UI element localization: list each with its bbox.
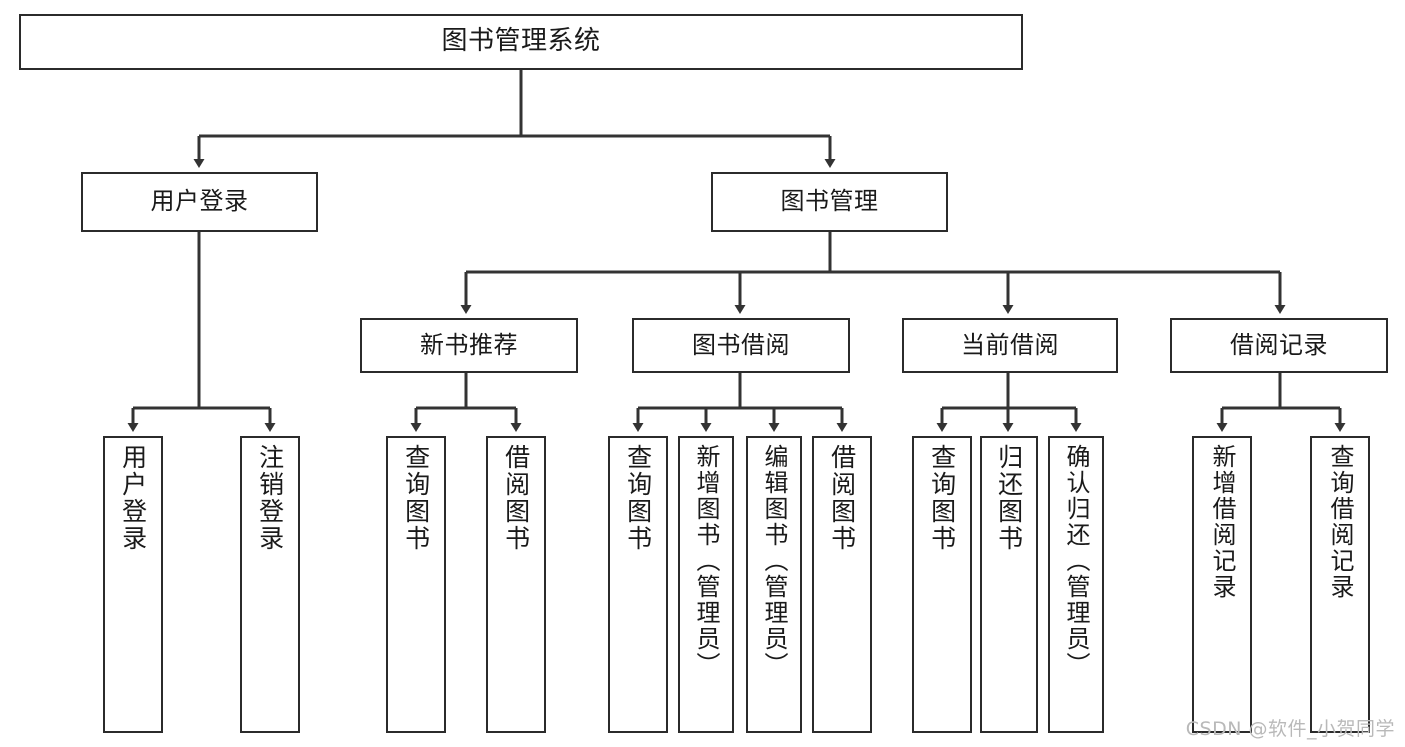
leaf-current-borrow-confirm-return-admin[interactable]: 确认归还（管理员）	[1048, 436, 1104, 733]
leaf-current-borrow-query-book[interactable]: 查询图书	[912, 436, 972, 733]
node-user-login[interactable]: 用户登录	[81, 172, 318, 232]
node-label: 当前借阅	[961, 330, 1059, 359]
node-label: 图书管理系统	[441, 26, 601, 57]
watermark-text: CSDN @软件_小贺同学	[1185, 718, 1395, 740]
node-current-borrow[interactable]: 当前借阅	[902, 318, 1118, 373]
node-label: 用户登录	[118, 444, 148, 552]
node-label: 查询图书	[401, 444, 431, 552]
node-label: 查询图书	[927, 444, 957, 552]
leaf-book-borrow-add-book-admin[interactable]: 新增图书（管理员）	[678, 436, 734, 733]
node-label: 图书管理	[780, 187, 879, 216]
leaf-new-book-query-book[interactable]: 查询图书	[386, 436, 446, 733]
leaf-borrow-record-add-record[interactable]: 新增借阅记录	[1192, 436, 1252, 733]
leaf-borrow-record-query-record[interactable]: 查询借阅记录	[1310, 436, 1370, 733]
leaf-user-login-login[interactable]: 用户登录	[103, 436, 163, 733]
leaf-new-book-borrow-book[interactable]: 借阅图书	[486, 436, 546, 733]
node-label: 借阅图书	[827, 444, 857, 552]
node-label: 新书推荐	[420, 330, 518, 359]
leaf-user-login-logout[interactable]: 注销登录	[240, 436, 300, 733]
node-label: 借阅图书	[501, 444, 531, 552]
node-borrow-record[interactable]: 借阅记录	[1170, 318, 1388, 373]
node-label: 查询借阅记录	[1326, 444, 1354, 600]
leaf-book-borrow-edit-book-admin[interactable]: 编辑图书（管理员）	[746, 436, 802, 733]
node-book-management[interactable]: 图书管理	[711, 172, 948, 232]
leaf-current-borrow-return-book[interactable]: 归还图书	[980, 436, 1038, 733]
node-label: 用户登录	[150, 187, 249, 216]
node-label: 归还图书	[994, 444, 1024, 552]
node-root-book-management-system[interactable]: 图书管理系统	[19, 14, 1023, 70]
node-new-book-recommend[interactable]: 新书推荐	[360, 318, 578, 373]
node-label: 新增借阅记录	[1208, 444, 1236, 600]
node-label: 查询图书	[623, 444, 653, 552]
leaf-book-borrow-query-book[interactable]: 查询图书	[608, 436, 668, 733]
node-label: 新增图书（管理员）	[692, 444, 720, 678]
node-label: 借阅记录	[1230, 330, 1328, 359]
leaf-book-borrow-borrow-book[interactable]: 借阅图书	[812, 436, 872, 733]
node-label: 注销登录	[255, 444, 285, 552]
node-label: 确认归还（管理员）	[1062, 444, 1090, 678]
node-label: 编辑图书（管理员）	[760, 444, 788, 678]
node-book-borrow[interactable]: 图书借阅	[632, 318, 850, 373]
node-label: 图书借阅	[692, 330, 790, 359]
